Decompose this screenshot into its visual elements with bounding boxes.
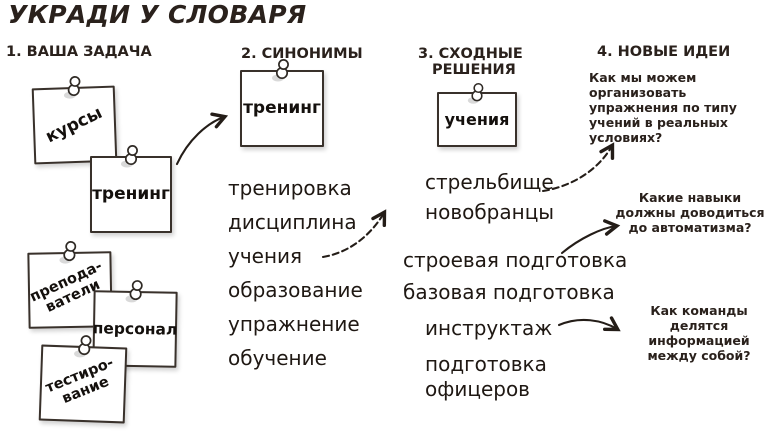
sticky-note-trening-task: тренинг	[90, 145, 172, 233]
sticky-note-personal: персонал	[92, 280, 178, 368]
push-pin-icon	[74, 335, 92, 358]
question-1: Как мы можем организовать упражнения по …	[589, 70, 737, 145]
page-title: УКРАДИ У СЛОВАРЯ	[8, 0, 307, 29]
synonym-item: образование	[228, 278, 363, 302]
solution-item: инструктаж	[425, 316, 553, 340]
note-label: тренинг	[92, 184, 170, 205]
note-label: курсы	[42, 102, 106, 148]
column-header-your-task: 1. ВАША ЗАДАЧА	[6, 44, 152, 60]
solution-item: строевая подготовка	[403, 248, 628, 272]
synonym-item: упражнение	[228, 312, 360, 336]
synonyms-list: тренировка дисциплина учения образование…	[228, 171, 363, 375]
push-pin-icon	[63, 76, 80, 99]
sticky-note-testirovanie: тестиро- вание	[38, 335, 128, 424]
sticky-note-ucheniya: учения	[437, 82, 517, 147]
note-label: тренинг	[243, 98, 321, 119]
column-header-synonyms: 2. СИНОНИМЫ	[241, 46, 363, 62]
synonym-item: учения	[228, 244, 303, 268]
arrow-task-to-synonyms	[175, 112, 229, 166]
sticky-note-trening-synonym: тренинг	[240, 59, 324, 147]
push-pin-icon	[467, 82, 484, 104]
column-header-similar-solutions: 3. СХОДНЫЕ РЕШЕНИЯ	[418, 46, 523, 78]
synonym-item: тренировка	[228, 176, 352, 200]
question-2: Какие навыки должны доводиться до автома…	[615, 190, 765, 235]
synonym-item: обучение	[228, 346, 327, 370]
solution-item: стрельбище	[425, 170, 554, 194]
push-pin-icon	[59, 241, 77, 264]
push-pin-icon	[272, 59, 289, 82]
arrow-solution-to-question-3	[557, 316, 621, 332]
solution-item: подготовка офицеров	[425, 352, 547, 401]
note-label: персонал	[92, 318, 178, 339]
note-label: тестиро- вание	[43, 355, 117, 408]
note-label: учения	[444, 109, 510, 129]
column-header-new-ideas: 4. НОВЫЕ ИДЕИ	[597, 44, 731, 60]
solution-item: новобранцы	[425, 200, 555, 224]
push-pin-icon	[125, 280, 143, 303]
question-3: Как команды делятся информацией между со…	[647, 303, 751, 363]
synonym-item: дисциплина	[228, 210, 357, 234]
sticky-note-kursy: курсы	[31, 76, 118, 165]
solution-item: базовая подготовка	[403, 280, 615, 304]
sticky-note-prepodavateli: препода- ватели	[27, 241, 113, 329]
push-pin-icon	[121, 145, 138, 168]
